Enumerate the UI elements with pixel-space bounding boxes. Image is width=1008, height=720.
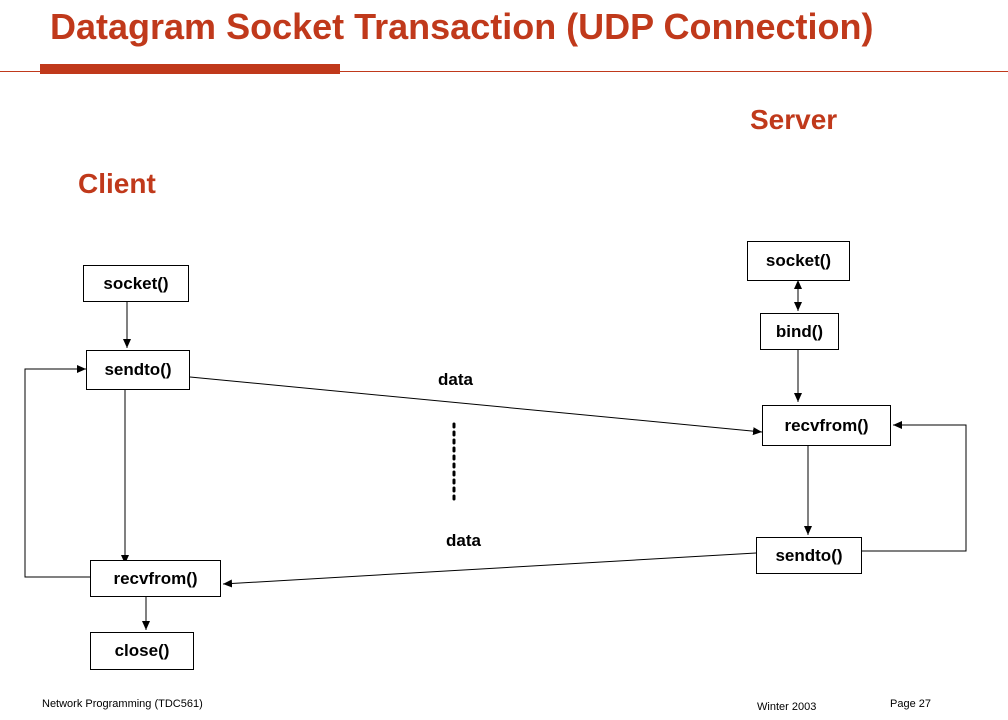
reply-data-label: data: [446, 531, 481, 550]
server-bind-box: bind(): [760, 313, 839, 350]
slide-title: Datagram Socket Transaction (UDP Connect…: [50, 6, 874, 47]
client-close-box: close(): [90, 632, 194, 670]
footer-course: Network Programming (TDC561): [42, 698, 203, 710]
client-heading: Client: [78, 168, 156, 199]
client-sendto-box: sendto(): [86, 350, 190, 390]
server-sendto-box: sendto(): [756, 537, 862, 574]
client-recvfrom-box: recvfrom(): [90, 560, 221, 597]
title-accent-bar: [40, 64, 340, 74]
server-heading: Server: [750, 104, 838, 135]
title-underline: [0, 71, 1008, 72]
footer-term: Winter 2003: [757, 701, 817, 713]
client-socket-box: socket(): [83, 265, 189, 302]
client-loop-arrow: [24, 365, 90, 578]
request-data-arrow: [189, 376, 763, 436]
footer-page-number: Page 27: [890, 698, 931, 710]
server-socket-box: socket(): [747, 241, 850, 281]
server-loop-arrow: [862, 421, 967, 552]
server-recvfrom-box: recvfrom(): [762, 405, 891, 446]
request-data-label: data: [438, 370, 473, 389]
reply-data-arrow: [222, 552, 757, 588]
